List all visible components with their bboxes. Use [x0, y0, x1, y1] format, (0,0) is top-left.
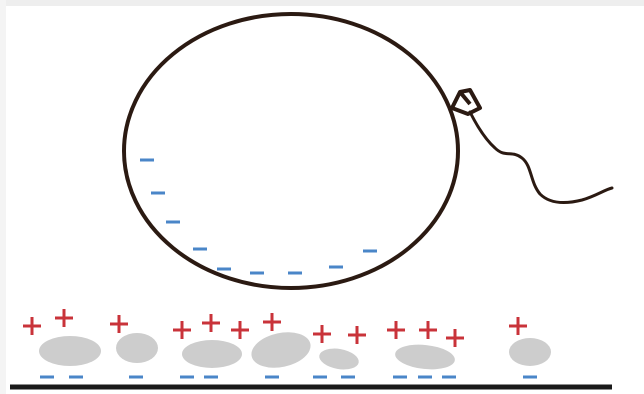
balloon-negative-charges	[140, 158, 377, 275]
positive-charge	[419, 321, 437, 339]
balloon-string	[468, 110, 614, 204]
surface-particle	[395, 344, 455, 370]
surface-particle	[116, 333, 158, 363]
positive-charge	[55, 309, 73, 327]
positive-charge	[110, 315, 128, 333]
frame-left-edge	[0, 0, 6, 394]
positive-charge	[202, 314, 220, 332]
surface-particle	[182, 340, 242, 368]
frame-top-edge	[0, 0, 644, 6]
positive-charge	[23, 317, 41, 335]
positive-charge	[387, 321, 405, 339]
surface-particle	[509, 338, 551, 366]
balloon	[122, 12, 614, 290]
positive-charge	[231, 321, 249, 339]
positive-charge	[509, 317, 527, 335]
balloon-body	[122, 12, 460, 290]
positive-charge	[173, 321, 191, 339]
positive-charge	[263, 313, 281, 331]
positive-charge	[446, 329, 464, 347]
positive-charge	[313, 325, 331, 343]
positive-charge	[348, 326, 366, 344]
surface-particle	[251, 332, 311, 368]
surface-particles	[23, 309, 551, 379]
balloon-knot	[450, 88, 482, 116]
surface-particle	[39, 336, 101, 366]
surface-particle	[319, 348, 359, 370]
